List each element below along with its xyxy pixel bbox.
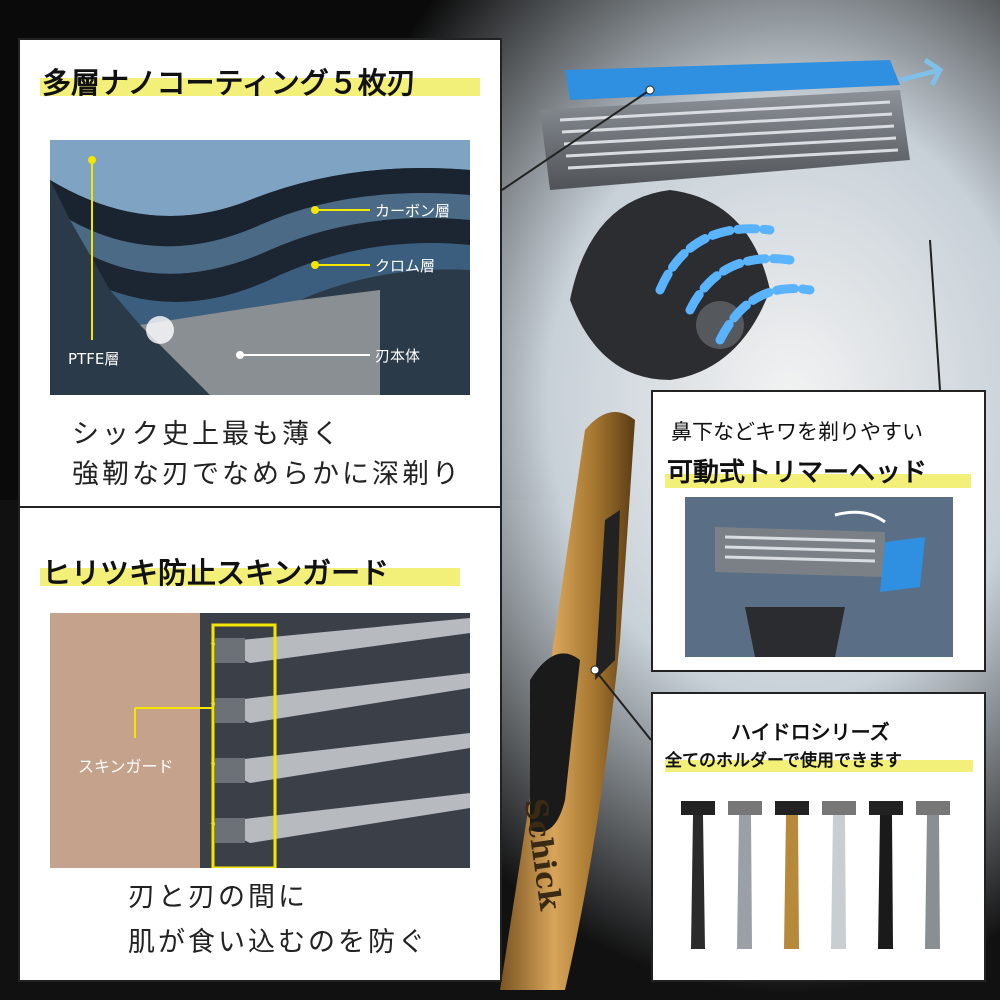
blade-body-label: 刃本体 xyxy=(375,347,421,365)
hydro-series-panel: ハイドロシリーズ 全てのホルダーで使用できます xyxy=(651,692,986,982)
trimmer-subtitle: 鼻下などキワを剃りやすい xyxy=(671,420,923,444)
pivot-arrows xyxy=(655,224,815,345)
trimmer-title: 可動式トリマーヘッド xyxy=(667,458,928,488)
skin-guard-diagram xyxy=(50,613,470,868)
skin-guard-title: ヒリツキ防止スキンガード xyxy=(42,556,390,590)
trimmer-panel: 鼻下などキワを剃りやすい 可動式トリマーヘッド xyxy=(651,390,986,672)
hydro-series-subtitle: 全てのホルダーで使用できます xyxy=(665,751,902,771)
coating-diagram xyxy=(50,140,470,395)
holder-gold xyxy=(775,801,809,949)
coating-panel: 多層ナノコーティング５枚刃 カーボン層 クロム層 PTFE層 刃本体 シック史上… xyxy=(18,38,502,508)
holder-white xyxy=(822,801,856,949)
skin-guard-desc-line-1: 刃と刃の間に xyxy=(128,882,308,913)
holder-black xyxy=(681,801,715,949)
coating-desc-line-2: 強靭な刃でなめらかに深剃り xyxy=(72,459,462,490)
skin-guard-panel: ヒリツキ防止スキンガード スキンガード 刃と刃の間に 肌が食い込むのを防ぐ xyxy=(18,508,502,982)
skin-guard-desc-line-2: 肌が食い込むのを防ぐ xyxy=(128,927,428,958)
holder-gray xyxy=(916,801,950,949)
chrome-layer-label: クロム層 xyxy=(375,257,436,275)
hydro-series-title: ハイドロシリーズ xyxy=(731,720,890,744)
ptfe-layer-label: PTFE層 xyxy=(68,350,120,368)
handle-grip xyxy=(595,510,620,680)
coating-desc-line-1: シック史上最も薄く xyxy=(72,419,342,450)
holder-silver xyxy=(728,801,762,949)
carbon-layer-label: カーボン層 xyxy=(375,202,451,220)
trimmer-photo xyxy=(685,497,953,657)
holder-black-gold xyxy=(869,801,903,949)
coating-title: 多層ナノコーティング５枚刃 xyxy=(42,66,416,100)
skin-guard-label: スキンガード xyxy=(78,757,174,776)
holder-lineup xyxy=(681,801,950,949)
